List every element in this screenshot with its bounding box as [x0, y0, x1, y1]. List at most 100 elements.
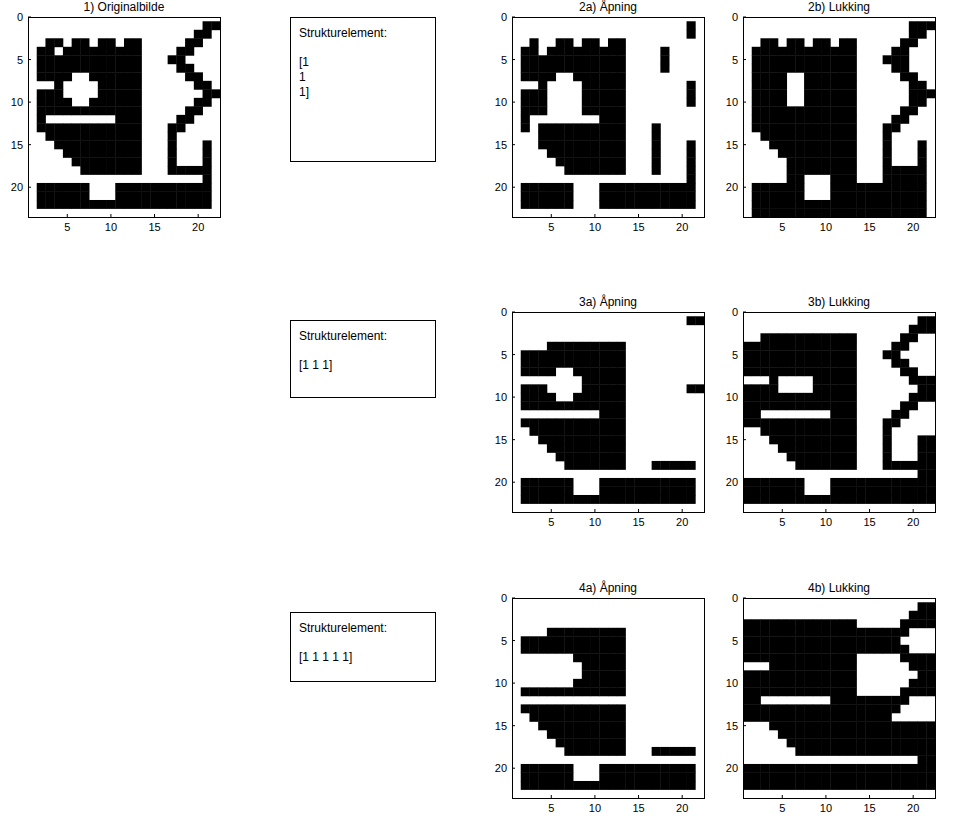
pixel [752, 123, 761, 132]
pixel [839, 653, 848, 662]
pixel [529, 55, 538, 64]
pixel [804, 645, 813, 654]
pixel [573, 55, 582, 64]
pixel [98, 72, 107, 81]
pixel [582, 679, 591, 688]
pixel [743, 350, 752, 359]
pixel [874, 191, 883, 200]
pixel [564, 132, 573, 141]
pixel [521, 72, 530, 81]
pixel [529, 191, 538, 200]
pixel [848, 132, 857, 141]
pixel [865, 713, 874, 722]
pixel [168, 132, 177, 141]
pixel [909, 376, 918, 385]
pixel [89, 140, 98, 149]
pixel [822, 645, 831, 654]
pixel [830, 461, 839, 470]
pixel [133, 98, 142, 107]
pixel [918, 602, 927, 611]
pixel [848, 38, 857, 47]
pixel [72, 140, 81, 149]
pixel [830, 359, 839, 368]
pixel [660, 781, 669, 790]
pixel [769, 401, 778, 410]
pixel [856, 781, 865, 790]
pixel [813, 427, 822, 436]
pixel [45, 47, 54, 56]
pixel [608, 123, 617, 132]
pixel [743, 713, 752, 722]
tick-mark [551, 214, 552, 217]
pixel [608, 376, 617, 385]
pixel [63, 132, 72, 141]
pixel [124, 106, 133, 115]
pixel [98, 200, 107, 209]
pixel [608, 384, 617, 393]
pixel [830, 645, 839, 654]
tick-mark [825, 509, 826, 512]
plot-title: 2a) Åpning [579, 1, 637, 14]
pixel [608, 132, 617, 141]
pixel [891, 200, 900, 209]
pixel [909, 367, 918, 376]
pixel [830, 636, 839, 645]
pixel [822, 38, 831, 47]
pixel [874, 772, 883, 781]
pixel [194, 200, 203, 209]
pixel [822, 418, 831, 427]
pixel [822, 64, 831, 73]
pixel [124, 98, 133, 107]
pixel [848, 747, 857, 756]
pixel [839, 359, 848, 368]
pixel [769, 376, 778, 385]
pixel [856, 704, 865, 713]
pixel [617, 670, 626, 679]
pixel [787, 123, 796, 132]
pixel [743, 704, 752, 713]
pixel [687, 157, 696, 166]
tick-mark [512, 312, 515, 313]
pixel [625, 486, 634, 495]
pixel [839, 384, 848, 393]
pixel [599, 342, 608, 351]
pixel [883, 645, 892, 654]
pixel [521, 115, 530, 124]
tick-mark [512, 59, 515, 60]
tick-label: 10 [820, 221, 832, 233]
pixel [822, 115, 831, 124]
pixel [80, 38, 89, 47]
pixel [813, 713, 822, 722]
pixel [133, 149, 142, 158]
tick-label: 10 [589, 516, 601, 528]
tick-mark [743, 187, 746, 188]
pixel [582, 89, 591, 98]
pixel [874, 781, 883, 790]
pixel [839, 123, 848, 132]
pixel [54, 55, 63, 64]
pixel [813, 747, 822, 756]
pixel [203, 30, 212, 39]
pixel [599, 115, 608, 124]
pixel [608, 486, 617, 495]
pixel [848, 730, 857, 739]
pixel [813, 418, 822, 427]
pixel [891, 174, 900, 183]
pixel [804, 764, 813, 773]
pixel [591, 721, 600, 730]
pixel [538, 636, 547, 645]
pixel [900, 47, 909, 56]
pixel [564, 38, 573, 47]
pixel [643, 486, 652, 495]
pixel [822, 679, 831, 688]
pixel [80, 55, 89, 64]
pixel [900, 486, 909, 495]
pixel [804, 81, 813, 90]
pixel [752, 81, 761, 90]
pixel [564, 495, 573, 504]
tick-mark [869, 214, 870, 217]
pixel [795, 132, 804, 141]
pixel [529, 764, 538, 773]
pixel [883, 140, 892, 149]
pixel [909, 30, 918, 39]
